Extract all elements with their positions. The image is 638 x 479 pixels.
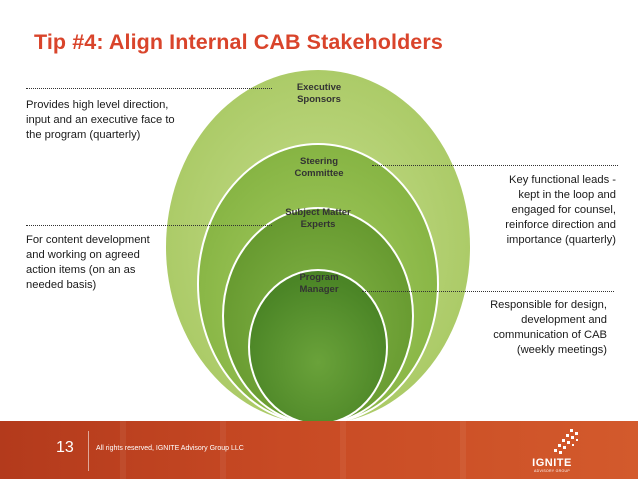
annotation-program-manager: Responsible for design, development and … (490, 299, 607, 356)
logo-subtitle: ADVISORY GROUP (534, 469, 570, 473)
annotation-steering-committee: Key functional leads - kept in the loop … (505, 174, 616, 246)
page-number: 13 (56, 439, 74, 456)
slide-footer: 13 All rights reserved, IGNITE Advisory … (0, 421, 638, 479)
annotation-subject-matter-experts: For content development and working on a… (26, 234, 150, 291)
slide-title: Tip #4: Align Internal CAB Stakeholders (34, 30, 443, 54)
annotation-executive-sponsors: Provides high level direction, input and… (26, 99, 175, 141)
copyright-text: All rights reserved, IGNITE Advisory Gro… (96, 445, 244, 452)
leader-line-sme (26, 225, 272, 226)
leader-line-steering (372, 165, 618, 166)
ignite-logo: IGNITE ADVISORY GROUP (518, 427, 628, 473)
leader-line-executive (26, 88, 272, 89)
spark-logo-icon (554, 429, 578, 454)
footer-divider (88, 431, 89, 471)
leader-line-program-manager (362, 291, 614, 292)
logo-wordmark: IGNITE (532, 457, 572, 469)
